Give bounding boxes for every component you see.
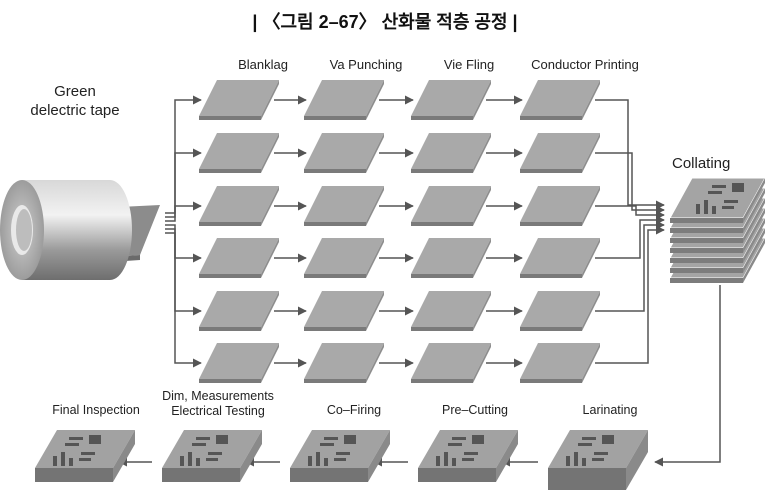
green-sheet-icon [411,291,491,331]
feed-arrow [165,228,202,316]
step-label-co-firing: Co–Firing [326,403,382,417]
green-sheet-icon [411,133,491,173]
collate-arrow [595,215,665,259]
green-sheet-icon [520,133,600,173]
collating-label: Collating [672,155,731,172]
green-sheet-icon [304,291,384,331]
green-sheet-icon [520,343,600,383]
green-sheet-icon [520,80,600,120]
feed-arrow [165,224,202,263]
green-sheet-icon [199,80,279,120]
green-sheet-icon [411,343,491,383]
substrate-block-icon [35,430,135,482]
green-sheet-icon [304,343,384,383]
green-sheet-icon [411,238,491,278]
collate-arrow [595,152,665,215]
bottom-process-row [35,430,648,490]
green-sheet-icon [199,343,279,383]
laminate-arrow [654,285,721,467]
feed-arrow [165,95,202,214]
collating-stack-icon [669,177,766,283]
green-sheet-icon [199,133,279,173]
substrate-block-icon [548,430,648,490]
green-sheet-icon [304,186,384,226]
feed-arrow [165,148,202,218]
collate-arrow [595,205,665,220]
step-label-laminating: Larinating [582,403,638,417]
green-sheet-icon [304,238,384,278]
feed-arrow [165,232,202,368]
green-sheet-icon [304,133,384,173]
column-label-via-filling: Vie Fling [443,57,495,72]
column-label-via-punching: Va Punching [329,57,403,72]
green-sheet-icon [520,291,600,331]
green-sheet-icon [199,291,279,331]
green-sheet-icon [411,186,491,226]
step-label-pre-cutting: Pre–Cutting [441,403,509,417]
green-sheet-icon [304,80,384,120]
column-label-blanking: Blanklag [238,57,288,72]
green-sheet-icon [411,80,491,120]
sheet-grid [199,80,600,383]
substrate-block-icon [418,430,518,482]
green-sheet-icon [199,238,279,278]
green-sheet-icon [199,186,279,226]
figure-title: | 〈그림 2–67〉 산화물 적층 공정 | [252,12,518,32]
substrate-block-icon [290,430,390,482]
green-sheet-icon [520,186,600,226]
step-label-final-inspection: Final Inspection [52,403,140,417]
substrate-block-icon [162,430,262,482]
collate-arrow [595,220,665,312]
collate-arrow [595,225,665,364]
column-label-conductor-printing: Conductor Printing [531,57,639,72]
green-sheet-icon [520,238,600,278]
feed-arrow [165,201,202,222]
tape-roll-icon [0,180,160,280]
